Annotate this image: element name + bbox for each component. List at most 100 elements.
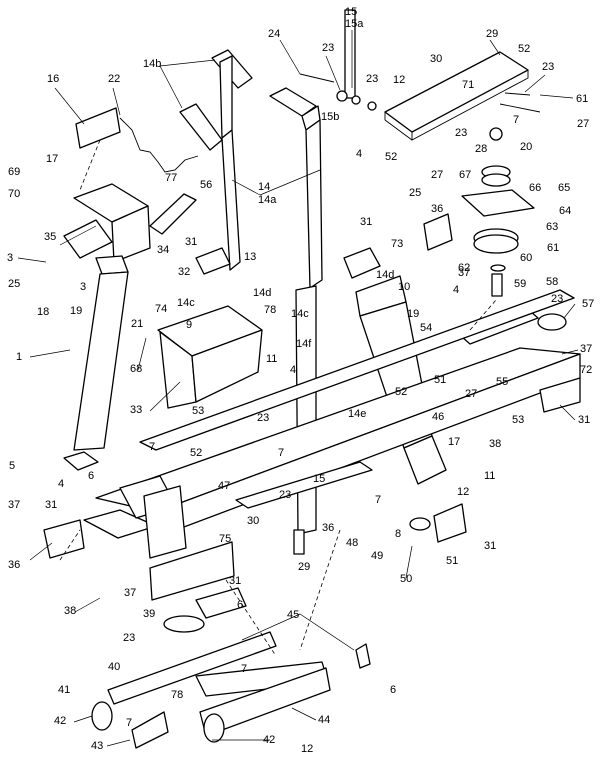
callout-66: 66: [529, 182, 541, 194]
callout-54: 54: [420, 322, 432, 334]
callout-18: 18: [37, 306, 49, 318]
callout-9: 9: [186, 319, 192, 331]
callout-labels: 15 15a 24 23 23 12 29 30 52 23 61 27 14b…: [7, 6, 594, 755]
callout-53: 53: [512, 414, 524, 426]
callout-14b: 14b: [143, 58, 161, 70]
callout-72: 72: [580, 364, 592, 376]
callout-36: 36: [322, 522, 334, 534]
callout-40: 40: [108, 661, 120, 673]
callout-4: 4: [356, 148, 362, 160]
callout-33: 33: [130, 404, 142, 416]
callout-30: 30: [430, 53, 442, 65]
handlebars: [179, 49, 323, 535]
callout-77: 77: [165, 172, 177, 184]
callout-12: 12: [393, 74, 405, 86]
callout-44: 44: [318, 714, 330, 726]
callout-15: 15: [313, 473, 325, 485]
callout-52: 52: [518, 43, 530, 55]
callout-30: 30: [247, 515, 259, 527]
callout-75: 75: [219, 533, 231, 545]
callout-37: 37: [8, 499, 20, 511]
callout-64: 64: [559, 205, 571, 217]
callout-14e: 14e: [348, 408, 366, 420]
callout-23: 23: [257, 412, 269, 424]
callout-37: 37: [124, 587, 136, 599]
callout-37: 37: [458, 267, 470, 279]
callout-57: 57: [582, 298, 594, 310]
callout-23: 23: [551, 293, 563, 305]
callout-62: 62: [458, 262, 470, 274]
callout-3: 3: [7, 252, 13, 264]
callout-29: 29: [486, 28, 498, 40]
callout-19: 19: [407, 308, 419, 320]
upright-post-15: [344, 9, 356, 99]
callout-7: 7: [278, 447, 284, 459]
rear-stabilizer: [91, 503, 467, 749]
callout-46: 46: [432, 411, 444, 423]
callout-14: 14: [258, 181, 270, 193]
callout-60: 60: [520, 252, 532, 264]
callout-37: 37: [580, 343, 592, 355]
callout-53: 53: [192, 405, 204, 417]
callout-63: 63: [546, 221, 558, 233]
left-upright: [63, 255, 129, 471]
callout-14d: 14d: [253, 287, 271, 299]
callout-70: 70: [8, 188, 20, 200]
callout-38: 38: [64, 605, 76, 617]
callout-29: 29: [298, 561, 310, 573]
callout-6: 6: [88, 470, 94, 482]
callout-31: 31: [360, 216, 372, 228]
callout-5: 5: [9, 460, 15, 472]
callout-7: 7: [149, 441, 155, 453]
callout-69: 69: [8, 166, 20, 178]
callout-58: 58: [546, 276, 558, 288]
callout-25: 25: [409, 187, 421, 199]
callout-23: 23: [322, 42, 334, 54]
callout-38: 38: [489, 438, 501, 450]
callout-14a: 14a: [258, 194, 277, 206]
callout-55: 55: [496, 376, 508, 388]
callout-42: 42: [54, 715, 66, 727]
callout-51: 51: [446, 555, 458, 567]
callout-1: 1: [16, 351, 22, 363]
callout-4: 4: [453, 284, 459, 296]
callout-11: 11: [266, 353, 277, 365]
callout-65: 65: [558, 182, 570, 194]
callout-16: 16: [47, 73, 59, 85]
callout-6: 6: [237, 599, 243, 611]
callout-14f: 14f: [296, 338, 312, 350]
callout-61: 61: [547, 242, 559, 254]
callout-36: 36: [8, 559, 20, 571]
callout-11: 11: [484, 470, 495, 482]
callout-68: 68: [130, 363, 142, 375]
seat-arm-left: [157, 247, 263, 409]
callout-14c: 14c: [177, 297, 195, 309]
callout-6: 6: [390, 684, 396, 696]
callout-35: 35: [44, 231, 56, 243]
callout-7: 7: [375, 494, 381, 506]
callout-27: 27: [577, 118, 589, 130]
callout-27: 27: [431, 169, 443, 181]
callout-27: 27: [465, 388, 477, 400]
callout-23: 23: [279, 489, 291, 501]
callout-31: 31: [185, 236, 197, 248]
callout-31: 31: [45, 499, 57, 511]
callout-31: 31: [578, 414, 590, 426]
callout-13: 13: [244, 251, 256, 263]
callout-7: 7: [126, 717, 132, 729]
callout-8: 8: [395, 528, 401, 540]
callout-32: 32: [178, 266, 190, 278]
callout-17: 17: [448, 436, 460, 448]
callout-74: 74: [155, 303, 167, 315]
callout-23: 23: [455, 127, 467, 139]
center-rail: [119, 461, 373, 559]
callout-23: 23: [366, 73, 378, 85]
callout-48: 48: [346, 537, 358, 549]
callout-36: 36: [431, 203, 443, 215]
callout-23: 23: [123, 632, 135, 644]
callout-19: 19: [70, 305, 82, 317]
leader-lines: [17, 30, 579, 747]
callout-34: 34: [157, 244, 169, 256]
callout-56: 56: [200, 179, 212, 191]
callout-12: 12: [457, 486, 469, 498]
